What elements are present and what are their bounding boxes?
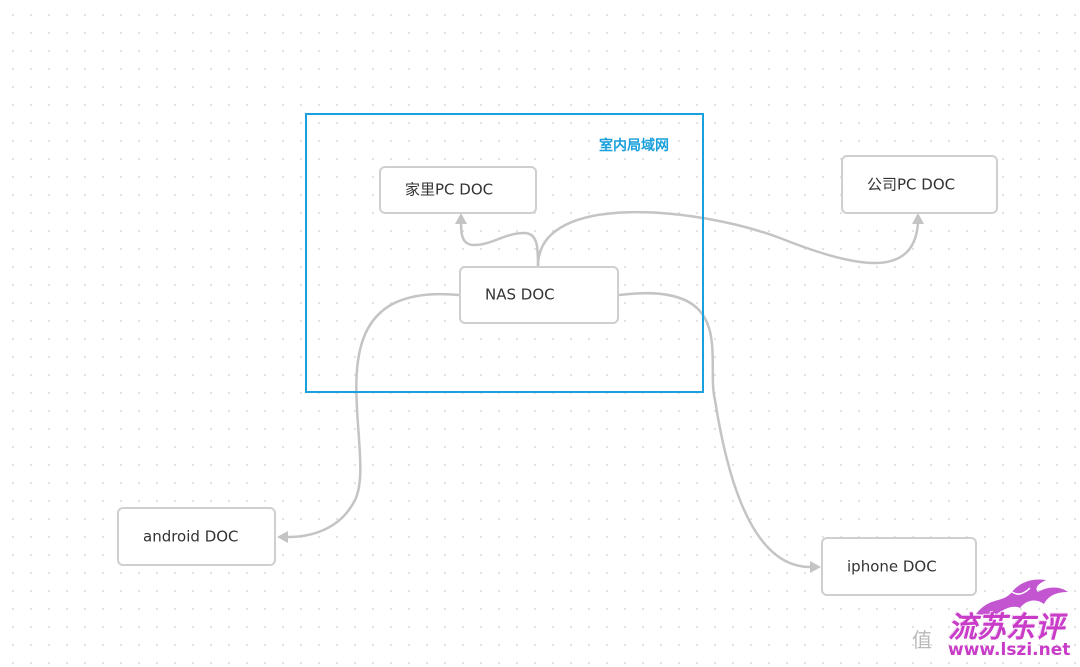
watermark-url: www.lszi.net: [948, 640, 1071, 660]
node-home-pc[interactable]: 家里PC DOC: [379, 166, 537, 214]
node-company-pc[interactable]: 公司PC DOC: [841, 155, 998, 214]
arrowhead-android: [277, 531, 288, 543]
node-android-label: android DOC: [143, 527, 239, 545]
node-nas[interactable]: NAS DOC: [459, 266, 619, 324]
arrowhead-company-pc: [912, 213, 924, 224]
node-android[interactable]: android DOC: [117, 507, 276, 566]
lan-group-label: 室内局域网: [599, 138, 669, 154]
node-nas-label: NAS DOC: [485, 285, 555, 304]
node-iphone[interactable]: iphone DOC: [821, 537, 977, 596]
node-company-pc-label: 公司PC DOC: [867, 175, 956, 193]
watermark-site-mark: 值: [912, 628, 932, 652]
dragon-logo-icon: [976, 579, 1068, 616]
lan-group-frame[interactable]: [305, 113, 704, 393]
arrowhead-iphone: [810, 561, 821, 573]
node-iphone-label: iphone DOC: [847, 557, 937, 575]
node-home-pc-label: 家里PC DOC: [405, 180, 494, 199]
watermark: 值 流苏东评 www.lszi.net: [912, 574, 1076, 664]
watermark-brand: 流苏东评: [948, 610, 1065, 644]
